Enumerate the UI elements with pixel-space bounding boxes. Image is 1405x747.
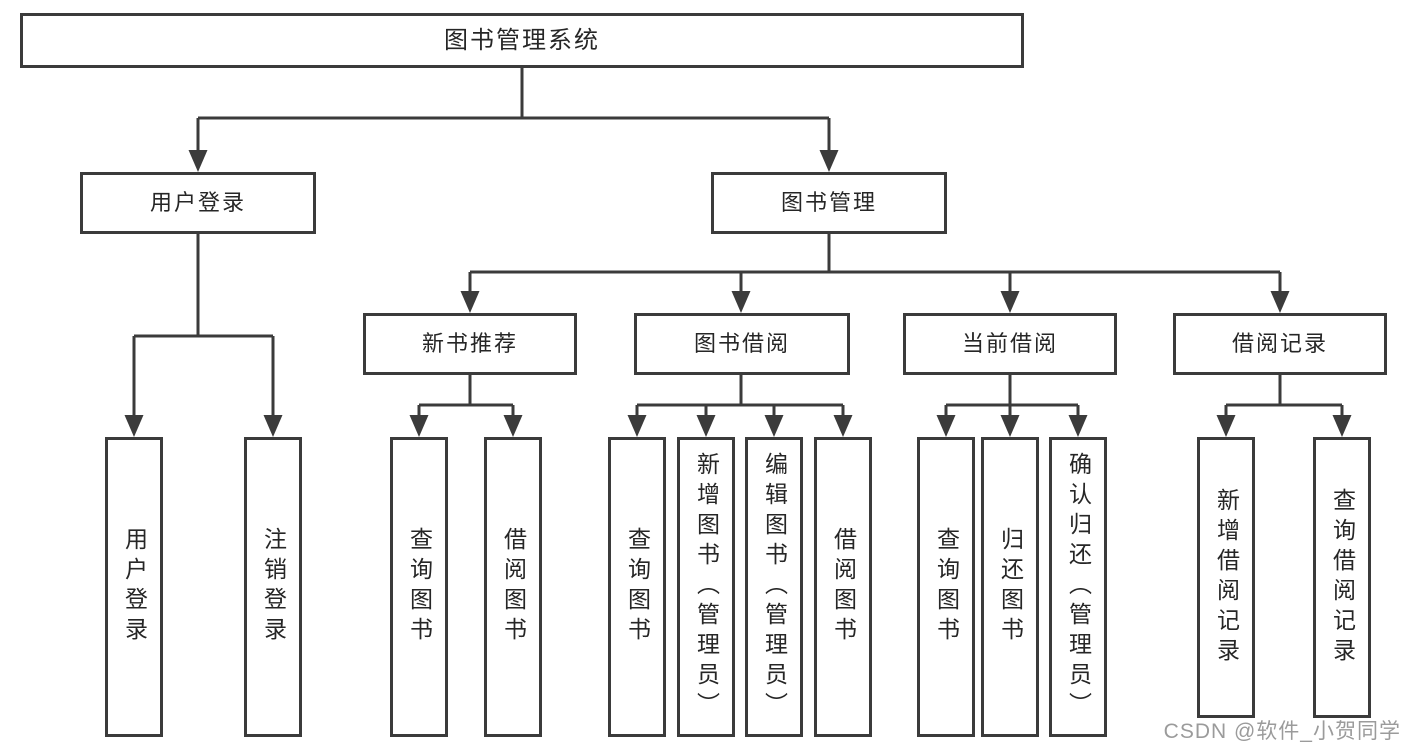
leaf-newbook-borrow-books: 借阅图书: [484, 437, 542, 737]
leaf-user-login: 用户登录: [105, 437, 163, 737]
leaf-add-books-admin: 新增图书（管理员）: [677, 437, 735, 737]
node-library-management-system: 图书管理系统: [20, 13, 1024, 68]
leaf-confirm-return-admin: 确认归还（管理员）: [1049, 437, 1107, 737]
node-new-book-recommend: 新书推荐: [363, 313, 577, 375]
leaf-return-books: 归还图书: [981, 437, 1039, 737]
leaf-query-borrow-record: 查询借阅记录: [1313, 437, 1371, 718]
leaf-add-borrow-record: 新增借阅记录: [1197, 437, 1255, 718]
node-current-borrow: 当前借阅: [903, 313, 1117, 375]
node-borrow-records: 借阅记录: [1173, 313, 1387, 375]
csdn-watermark: CSDN @软件_小贺同学: [1163, 720, 1401, 743]
leaf-edit-books-admin: 编辑图书（管理员）: [745, 437, 803, 737]
node-book-management: 图书管理: [711, 172, 947, 234]
leaf-newbook-query-books: 查询图书: [390, 437, 448, 737]
leaf-current-query-books: 查询图书: [917, 437, 975, 737]
leaf-borrow-books: 借阅图书: [814, 437, 872, 737]
leaf-logout: 注销登录: [244, 437, 302, 737]
node-book-borrow: 图书借阅: [634, 313, 850, 375]
node-user-login: 用户登录: [80, 172, 316, 234]
leaf-borrow-query-books: 查询图书: [608, 437, 666, 737]
